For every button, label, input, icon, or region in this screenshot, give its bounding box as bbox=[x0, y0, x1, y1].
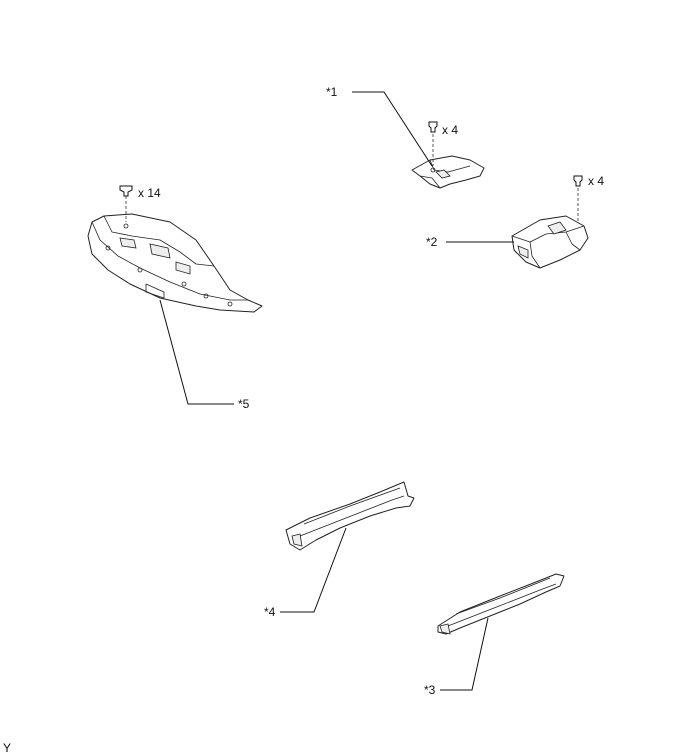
callout-part-4: *4 bbox=[264, 605, 276, 619]
part-1-clip bbox=[428, 121, 438, 166]
leader-part-1 bbox=[352, 91, 433, 167]
part-2-clip bbox=[573, 175, 583, 222]
leader-part-4 bbox=[280, 527, 347, 613]
leader-part-3 bbox=[440, 617, 489, 691]
callout-part-3: *3 bbox=[424, 683, 436, 697]
part-4-rail bbox=[285, 481, 415, 551]
part-2-cover bbox=[511, 215, 589, 269]
leader-part-5 bbox=[159, 299, 234, 405]
part-1-cover bbox=[411, 155, 485, 189]
callout-part-1: *1 bbox=[326, 85, 338, 99]
quantity-part-1-clips: x 4 bbox=[442, 123, 458, 137]
part-5-clip bbox=[119, 185, 133, 222]
part-5-cover bbox=[87, 213, 263, 313]
callout-part-2: *2 bbox=[426, 235, 438, 249]
quantity-part-2-clips: x 4 bbox=[588, 174, 604, 188]
part-3-rail bbox=[437, 573, 565, 635]
quantity-part-5-clips: x 14 bbox=[138, 186, 161, 200]
corner-code: Y bbox=[3, 741, 11, 755]
callout-part-5: *5 bbox=[238, 397, 250, 411]
